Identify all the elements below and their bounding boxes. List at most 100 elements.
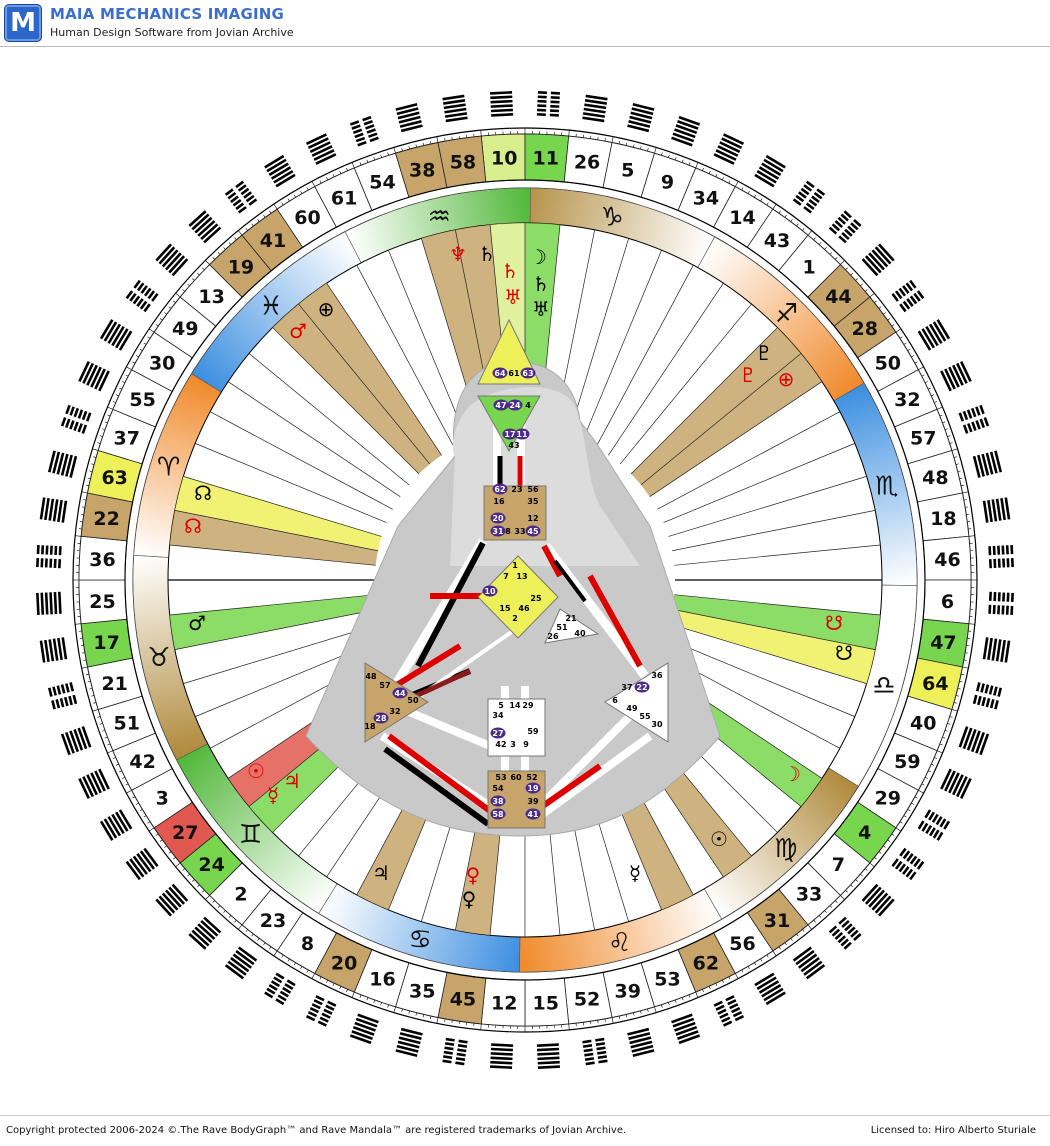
center-gate-label: 61	[508, 369, 520, 378]
gate-number: 54	[369, 172, 395, 194]
gate-number: 45	[450, 988, 476, 1010]
center-gate-label: 48	[365, 672, 377, 681]
center-gate-label: 29	[522, 701, 534, 710]
center-gate-label: 50	[407, 696, 419, 705]
planet-symbol-icon: ♇	[755, 341, 773, 365]
hexagram-icon	[829, 917, 862, 950]
gate-number: 48	[922, 467, 948, 489]
gate-number: 9	[661, 172, 674, 194]
copyright-text: Copyright protected 2006-2024 ©.The Rave…	[6, 1125, 626, 1136]
center-gate-label: 11	[516, 430, 528, 439]
hexagram-icon	[36, 592, 62, 615]
gate-number: 2	[234, 883, 247, 905]
gate-number: 35	[409, 980, 435, 1002]
hexagram-icon	[126, 280, 159, 312]
center-gate-label: 32	[389, 707, 400, 716]
planet-symbol-icon: ♀	[466, 863, 481, 887]
center-gate-label: 57	[379, 681, 390, 690]
center-gate-label: 5	[498, 701, 504, 710]
hexagram-icon	[671, 116, 700, 147]
hexagram-icon	[537, 1043, 560, 1069]
center-gate-label: 38	[492, 797, 504, 806]
hexagram-icon	[918, 319, 950, 351]
center-gate-label: 30	[651, 720, 663, 729]
hexagram-icon	[627, 1028, 654, 1057]
zodiac-glyph-icon: ♎	[872, 671, 895, 701]
center-gate-label: 24	[509, 401, 521, 410]
hexagram-icon	[793, 181, 825, 214]
center-gate-label: 1	[512, 561, 518, 570]
app-subtitle: Human Design Software from Jovian Archiv…	[50, 26, 294, 39]
center-gate-label: 13	[516, 572, 527, 581]
gate-number: 55	[129, 389, 155, 411]
gate-number: 19	[228, 257, 254, 279]
gate-number: 50	[875, 353, 901, 375]
hexagram-icon	[754, 155, 786, 187]
hexagram-icon	[754, 973, 786, 1005]
app-footer: Copyright protected 2006-2024 ©.The Rave…	[0, 1115, 1050, 1146]
planet-symbol-icon: ♅	[532, 297, 550, 321]
gate-number: 1	[802, 257, 815, 279]
center-gate-label: 43	[508, 441, 519, 450]
hexagram-icon	[126, 848, 159, 880]
zodiac-glyph-icon: ♌	[608, 928, 631, 958]
gate-number: 42	[129, 751, 155, 773]
gate-number: 26	[574, 152, 600, 174]
hexagram-icon	[582, 1038, 607, 1066]
gate-number: 6	[941, 591, 954, 613]
center-gate-label: 59	[527, 727, 539, 736]
gate-number: 34	[693, 188, 719, 210]
hexagram-icon	[959, 405, 990, 434]
zodiac-glyph-icon: ♊	[239, 820, 262, 850]
hexagram-icon	[442, 1038, 467, 1066]
gate-number: 23	[260, 910, 286, 932]
hexagram-icon	[973, 682, 1002, 709]
gate-number: 22	[93, 508, 119, 530]
planet-symbol-icon: ☽	[529, 245, 547, 269]
center-gate-label: 46	[518, 604, 530, 613]
gate-number: 7	[832, 854, 845, 876]
hexagram-icon	[225, 181, 257, 214]
gate-number: 10	[491, 148, 517, 170]
center-gate-label: 23	[511, 485, 522, 494]
center-gate-label: 7	[503, 572, 509, 581]
gate-number: 62	[693, 952, 719, 974]
gate-number: 44	[825, 286, 851, 308]
gate-number: 46	[934, 549, 960, 571]
center-gate-label: 19	[527, 784, 539, 793]
gate-number: 41	[260, 230, 286, 252]
center-gate-label: 37	[621, 683, 632, 692]
hexagram-icon	[306, 133, 336, 165]
app-header: M MAIA MECHANICS IMAGING Human Design So…	[0, 0, 1050, 47]
hexagram-icon	[264, 973, 296, 1005]
gate-number: 17	[93, 632, 119, 654]
hexagram-icon	[100, 319, 132, 351]
planet-symbol-icon: ♄	[532, 272, 550, 296]
gate-number: 52	[574, 988, 600, 1010]
center-gate-label: 10	[484, 587, 496, 596]
gate-number: 60	[294, 207, 320, 229]
hexagram-icon	[396, 1028, 423, 1057]
license-text: Licensed to: Hiro Alberto Sturiale	[871, 1125, 1036, 1136]
hexagram-icon	[78, 769, 110, 799]
center-gate-label: 53	[495, 773, 506, 782]
planet-symbol-icon: ♆	[449, 242, 467, 266]
gate-number: 63	[101, 467, 127, 489]
planet-symbol-icon: ♂	[289, 319, 307, 343]
hexagram-icon	[983, 497, 1011, 522]
hexagram-icon	[350, 116, 379, 147]
hexagram-icon	[100, 809, 132, 841]
center-gate-label: 54	[492, 784, 504, 793]
center-gate-label: 14	[509, 701, 521, 710]
planet-symbol-icon: ☋	[835, 641, 853, 665]
hexagram-icon	[973, 451, 1002, 478]
planet-symbol-icon: ♃	[372, 861, 390, 885]
planet-symbol-icon: ☽	[783, 762, 801, 786]
gate-number: 64	[922, 673, 948, 695]
gate-number: 12	[491, 992, 517, 1014]
gate-number: 51	[114, 713, 140, 735]
center-gate-label: 33	[514, 527, 525, 536]
hexagram-icon	[78, 361, 110, 391]
center-gate-label: 62	[494, 485, 505, 494]
gate-number: 16	[369, 968, 395, 990]
